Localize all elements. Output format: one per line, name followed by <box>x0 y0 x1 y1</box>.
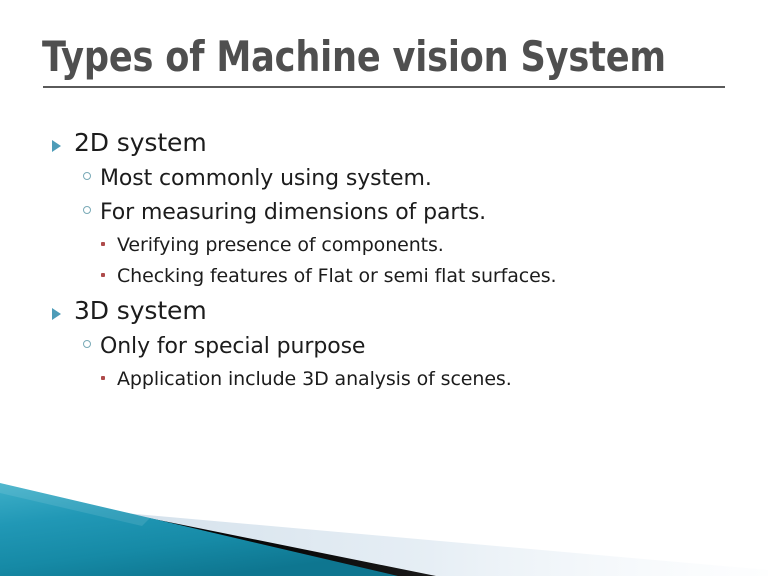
list-item: For measuring dimensions of parts. <box>0 196 768 230</box>
corner-black-stripe <box>0 488 436 576</box>
list-item: Application include 3D analysis of scene… <box>0 364 768 395</box>
list-item: Checking features of Flat or semi flat s… <box>0 261 768 292</box>
triangle-bullet-icon <box>52 292 74 330</box>
circle-bullet-icon <box>83 165 100 199</box>
list-item: Only for special purpose <box>0 330 768 364</box>
list-item: 3D system <box>0 292 768 330</box>
bullet-list: 2D system Most commonly using system. Fo… <box>0 124 768 395</box>
dot-bullet-icon <box>101 230 117 261</box>
bottom-left-corner-graphic <box>0 466 768 576</box>
list-item-label: Verifying presence of components. <box>117 234 444 256</box>
title-block: Types of Machine vision System <box>42 30 732 92</box>
triangle-bullet-icon <box>52 124 74 162</box>
list-item-label: 2D system <box>74 128 207 157</box>
list-item-label: Only for special purpose <box>100 334 366 359</box>
list-item-label: For measuring dimensions of parts. <box>100 200 487 225</box>
list-item-label: Most commonly using system. <box>100 166 432 191</box>
list-item: 2D system <box>0 124 768 162</box>
dot-bullet-icon <box>101 364 117 395</box>
circle-bullet-icon <box>83 199 100 233</box>
list-item-label: Checking features of Flat or semi flat s… <box>117 265 557 287</box>
list-item: Most commonly using system. <box>0 162 768 196</box>
title-underline-rule <box>43 86 725 88</box>
corner-pale-stripe <box>0 502 768 576</box>
list-item-label: 3D system <box>74 296 207 325</box>
list-item: Verifying presence of components. <box>0 230 768 261</box>
corner-teal-wedge <box>0 483 398 576</box>
list-item-label: Application include 3D analysis of scene… <box>117 368 512 390</box>
dot-bullet-icon <box>101 261 117 292</box>
corner-teal-sheen <box>0 483 150 526</box>
circle-bullet-icon <box>83 333 100 367</box>
page-title: Types of Machine vision System <box>42 32 666 81</box>
